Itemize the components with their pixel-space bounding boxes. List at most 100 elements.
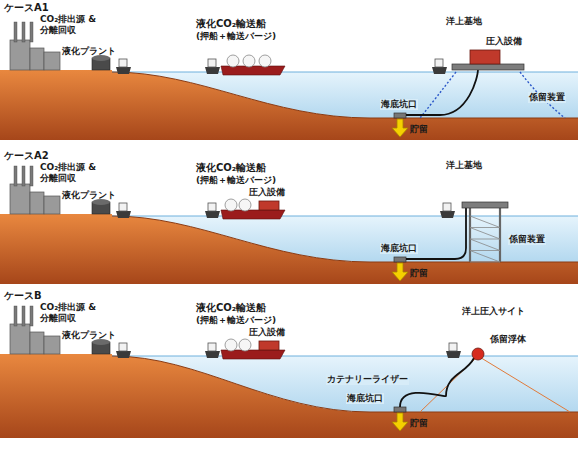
jacket-brace <box>470 250 500 251</box>
case-panel <box>0 166 578 284</box>
jacket-brace <box>470 239 500 251</box>
co2-tank <box>259 55 271 67</box>
label: 液化CO₂輸送船 <box>196 302 266 314</box>
jacket-leg <box>469 206 471 262</box>
label: 液化CO₂輸送船 <box>196 162 266 174</box>
co2-tank <box>239 339 251 351</box>
wellhead <box>394 257 406 262</box>
tug-hull <box>205 351 220 358</box>
tug-hull <box>205 67 220 74</box>
label: 液化プラント <box>62 190 116 201</box>
chimney <box>14 166 17 186</box>
tug-hull <box>205 211 220 218</box>
jacket-brace <box>470 227 500 228</box>
tug-hull <box>446 351 461 358</box>
ground <box>0 354 578 438</box>
co2-tank <box>243 55 255 67</box>
mooring-buoy <box>472 348 484 360</box>
sea-surface <box>112 216 578 217</box>
factory-building <box>30 48 44 70</box>
label: 貯留 <box>410 124 428 135</box>
case-title: ケースB <box>4 290 42 302</box>
tug-cabin <box>208 203 216 211</box>
sea <box>112 216 578 262</box>
co2-tank <box>225 199 237 211</box>
storage-arrow <box>392 119 408 137</box>
offshore-platform <box>462 202 508 208</box>
jacket-brace <box>470 262 500 263</box>
sea <box>112 356 578 412</box>
label: 洋上基地 <box>446 16 482 27</box>
co2-tank <box>239 199 251 211</box>
label: 貯留 <box>410 418 428 429</box>
label: 圧入設備 <box>486 36 522 47</box>
seabed <box>112 72 578 118</box>
label: 圧入設備 <box>249 187 285 198</box>
chimney <box>22 166 25 186</box>
tug-hull <box>116 67 131 74</box>
label: 係留装置 <box>528 92 566 103</box>
chimney <box>30 22 33 42</box>
co2-tank <box>227 55 239 67</box>
label: 海底坑口 <box>346 393 384 404</box>
label: 海底坑口 <box>380 99 418 110</box>
label: CO₂排出源 & 分離回収 <box>40 302 100 324</box>
factory-building <box>44 52 60 70</box>
tug-cabin <box>435 59 443 67</box>
label: 洋上圧入サイト <box>462 306 525 317</box>
chimney <box>22 22 25 42</box>
tug-cabin <box>119 203 127 211</box>
tug-cabin <box>119 343 127 351</box>
storage-arrow <box>392 263 408 281</box>
chimney <box>30 166 33 186</box>
label: CO₂排出源 & 分離回収 <box>40 162 100 184</box>
tug-cabin <box>208 59 216 67</box>
seabed <box>112 216 578 262</box>
label: 係留装置 <box>508 234 546 245</box>
tug-cabin <box>449 343 457 351</box>
tug-cabin <box>443 203 451 211</box>
label: 液化プラント <box>62 46 116 57</box>
case-panel <box>0 22 578 140</box>
tug-hull <box>116 351 131 358</box>
factory-building <box>10 324 30 354</box>
mooring-line <box>520 72 565 118</box>
jacket-brace <box>470 239 500 240</box>
injection-unit <box>259 201 279 210</box>
label: 液化プラント <box>62 330 116 341</box>
label: (押船＋輸送バージ) <box>196 31 276 42</box>
label: CO₂排出源 & 分離回収 <box>40 14 100 36</box>
factory-building <box>30 332 44 354</box>
tug-hull <box>432 67 447 74</box>
seabed <box>112 356 578 412</box>
co2-tank <box>225 339 237 351</box>
tug-hull <box>440 211 455 218</box>
tug-cabin <box>119 59 127 67</box>
label: 液化CO₂輸送船 <box>196 18 266 30</box>
label: 係留浮体 <box>490 334 526 345</box>
injection-unit <box>470 50 500 64</box>
label: 海底坑口 <box>380 243 418 254</box>
ground <box>0 214 578 284</box>
tug-hull <box>116 211 131 218</box>
sea-surface <box>112 72 578 73</box>
factory-building <box>30 192 44 214</box>
mooring-line <box>420 72 456 118</box>
label: 洋上基地 <box>446 160 482 171</box>
wellhead <box>394 113 406 118</box>
ground <box>0 70 578 140</box>
label: カテナリーライザー <box>326 374 409 385</box>
factory-building <box>10 184 30 214</box>
jacket-brace <box>470 228 500 240</box>
barge-hull <box>221 66 285 75</box>
wellhead <box>394 407 406 412</box>
tug-cabin <box>208 343 216 351</box>
catenary-riser <box>400 358 474 407</box>
chimney <box>14 22 17 42</box>
chimney <box>22 306 25 326</box>
jacket-brace <box>470 216 500 228</box>
case-title: ケースA2 <box>4 150 49 162</box>
factory-building <box>10 40 30 70</box>
